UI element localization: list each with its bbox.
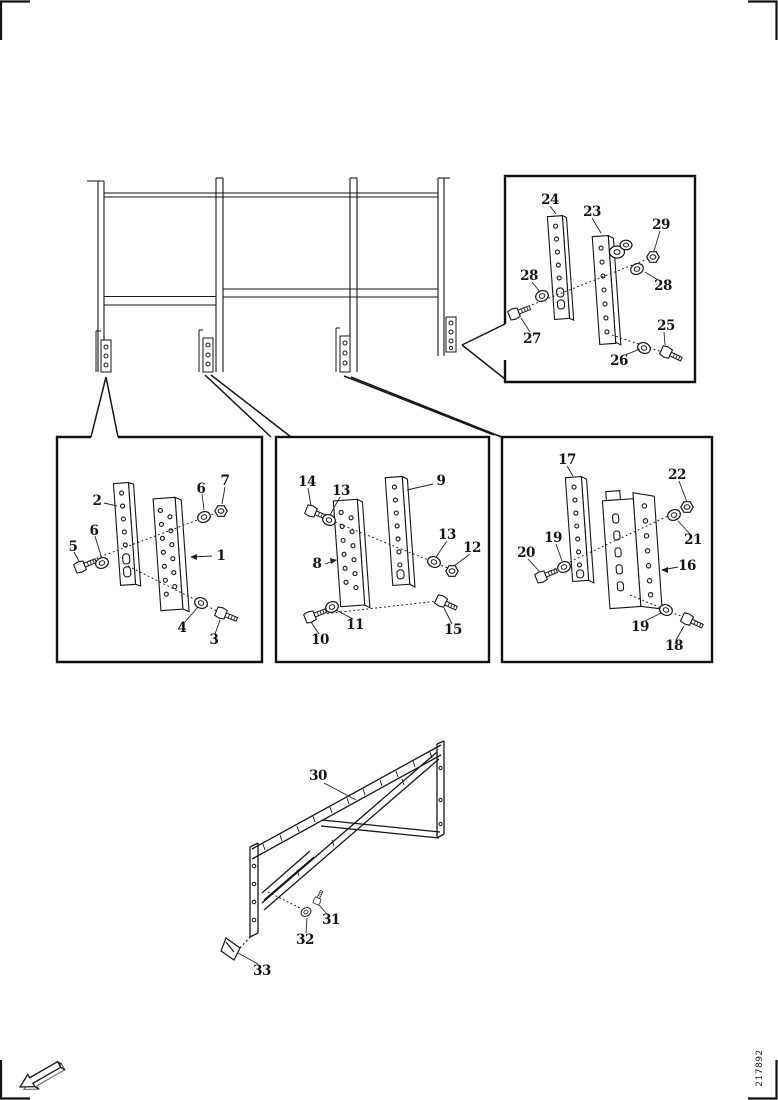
figure-number: 217892 (755, 1049, 765, 1087)
part-callout-15: 15 (444, 622, 462, 638)
part-callout-16: 16 (678, 558, 696, 574)
part-callout-11: 11 (346, 617, 364, 633)
part-callout-7: 7 (220, 473, 230, 489)
part-callout-1: 1 (216, 548, 226, 564)
part-callout-21: 21 (684, 532, 702, 548)
part-callout-12: 12 (463, 540, 481, 556)
detail-box-d (503, 174, 697, 384)
part-callout-22: 22 (668, 467, 686, 483)
part-callout-32: 32 (296, 932, 314, 948)
part-callout-6: 6 (89, 523, 99, 539)
rack-frame-drawing (87, 177, 506, 439)
detail-box-c (500, 435, 714, 664)
detail-leader-lines (90, 323, 506, 439)
part-callout-23: 23 (583, 204, 601, 220)
part-callout-27: 27 (523, 331, 541, 347)
detail-box-a (55, 435, 264, 664)
part-callout-8: 8 (312, 556, 322, 572)
part-callout-25: 25 (657, 318, 675, 334)
part-callout-17: 17 (558, 452, 576, 468)
part-callout-19: 19 (544, 530, 562, 546)
part-callout-28: 28 (654, 278, 672, 294)
part-callout-2: 2 (92, 493, 102, 509)
part-callout-29: 29 (652, 217, 670, 233)
part-callout-13: 13 (332, 483, 350, 499)
part-callout-9: 9 (436, 473, 446, 489)
part-callout-28: 28 (520, 268, 538, 284)
part-callout-3: 3 (209, 632, 219, 648)
lock-washer-stack (608, 239, 633, 259)
view-direction-arrow-icon (18, 1060, 66, 1091)
part-callout-20: 20 (517, 545, 535, 561)
part-callout-13: 13 (438, 527, 456, 543)
part-callout-10: 10 (311, 632, 329, 648)
part-callout-14: 14 (298, 474, 316, 490)
part-callout-31: 31 (322, 912, 340, 928)
part-callout-30: 30 (309, 768, 327, 784)
part-callout-6: 6 (196, 481, 206, 497)
part-callout-26: 26 (610, 353, 628, 369)
part-callout-33: 33 (253, 963, 271, 979)
part-callout-4: 4 (177, 620, 187, 636)
crossbrace-assembly-drawing (220, 740, 445, 965)
detail-box-b (274, 435, 491, 664)
part-callout-19: 19 (631, 619, 649, 635)
part-callout-5: 5 (68, 539, 78, 555)
part-callout-24: 24 (541, 192, 559, 208)
part-callout-18: 18 (665, 638, 683, 654)
